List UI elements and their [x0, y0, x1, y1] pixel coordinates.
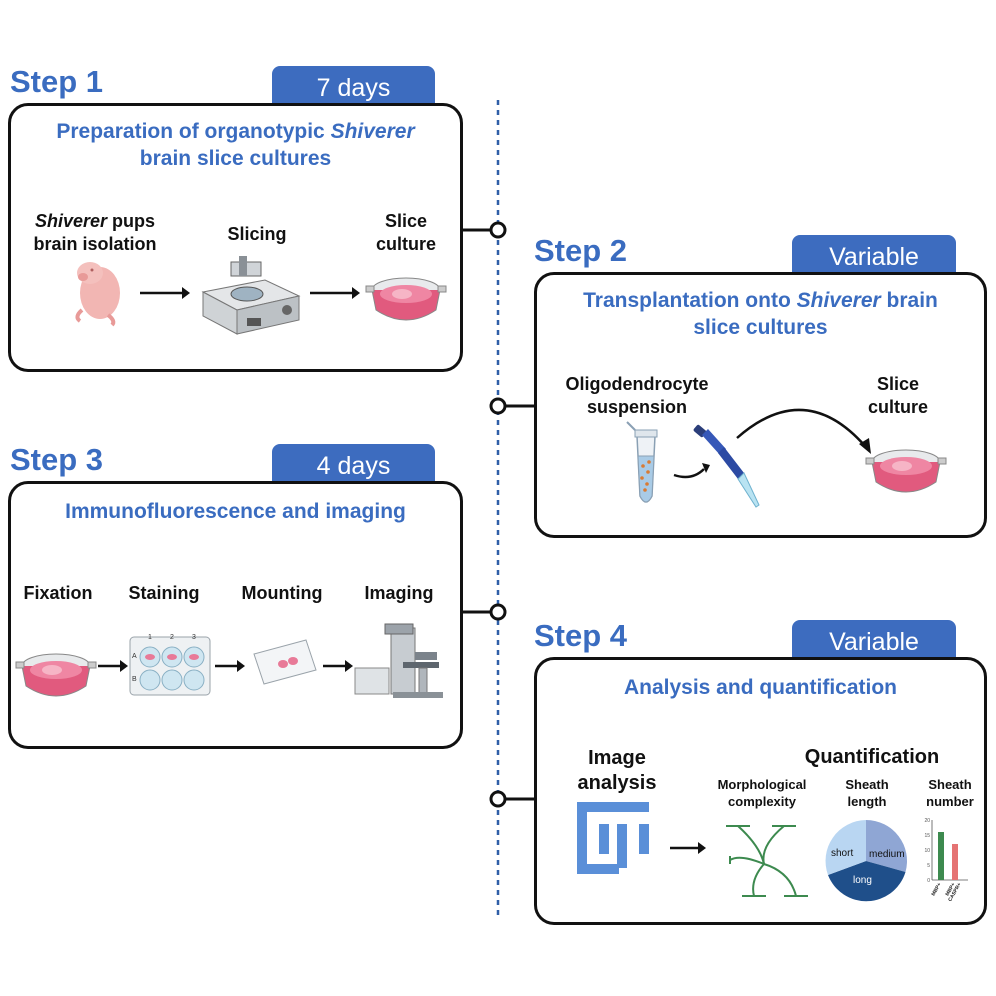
- bar-tick-label: 10: [924, 848, 930, 854]
- culture-dish-icon: [365, 277, 447, 321]
- transfer-arrow-icon: [736, 408, 871, 454]
- arrow-icon: [310, 287, 360, 299]
- pie-label-short: short: [831, 848, 853, 859]
- culture-dish-icon: [865, 449, 947, 493]
- step3-box: Immunofluorescence and imaging Fixation …: [8, 481, 463, 749]
- vibratome-icon: [201, 256, 301, 335]
- step1-box: Preparation of organotypic Shiverer brai…: [8, 103, 463, 372]
- microscope-slide-icon: [253, 639, 317, 685]
- step4-quantification-label: Quantification: [804, 746, 940, 768]
- step3-title: Step 3: [10, 442, 104, 477]
- step3-stage-imaging: Imaging: [364, 583, 434, 603]
- step3-stage-mounting: Mounting: [241, 583, 323, 603]
- step1-slicing-label: Slicing: [227, 224, 287, 244]
- step3-heading: Immunofluorescence and imaging: [65, 500, 406, 523]
- arrow-icon: [215, 660, 245, 672]
- pie-label-long: long: [853, 875, 872, 886]
- bar-mark: [952, 844, 958, 880]
- step3-stage-fixation: Fixation: [23, 583, 93, 603]
- bar-mark: [938, 832, 944, 880]
- arrow-icon: [98, 660, 128, 672]
- culture-dish-icon: [15, 653, 97, 697]
- pie-label-medium: medium: [869, 849, 905, 860]
- bar-tick-label: 0: [927, 878, 930, 884]
- pie-chart-icon: short medium long: [825, 820, 908, 902]
- step3-stage-staining: Staining: [128, 583, 200, 603]
- microscope-icon: [354, 623, 443, 698]
- bar-tick-label: 15: [924, 833, 930, 839]
- mouse-pup-icon: [75, 262, 120, 327]
- neuron-tracing-icon: [726, 825, 808, 897]
- arrow-icon: [673, 463, 710, 479]
- fiji-logo-icon: [577, 802, 649, 874]
- tube-icon: [626, 421, 658, 503]
- arrow-icon: [670, 842, 706, 854]
- bar-category-label: MBP+: [931, 882, 943, 897]
- step2-heading: Transplantation onto Shiverer brain slic…: [583, 289, 938, 339]
- step2-duration-tab: Variable: [792, 235, 956, 273]
- step4-heading: Analysis and quantification: [623, 676, 898, 699]
- plate-col-3: 3: [192, 634, 196, 641]
- step4-title: Step 4: [534, 618, 628, 653]
- step1-duration-tab: 7 days: [272, 66, 435, 104]
- step1-heading: Preparation of organotypic Shiverer brai…: [56, 120, 415, 170]
- pipette-icon: [693, 424, 760, 508]
- well-plate-icon: [129, 636, 211, 696]
- plate-col-2: 2: [170, 634, 174, 641]
- plate-row-a: A: [132, 653, 137, 660]
- plate-row-b: B: [132, 676, 137, 683]
- bar-tick-label: 20: [924, 818, 930, 824]
- bar-tick-label: 5: [927, 863, 930, 869]
- step3-duration-tab: 4 days: [272, 444, 435, 482]
- step1-title: Step 1: [10, 64, 104, 99]
- step2-box: Transplantation onto Shiverer brain slic…: [534, 272, 987, 538]
- step4-duration-tab: Variable: [792, 620, 956, 658]
- arrow-icon: [140, 287, 190, 299]
- step2-title: Step 2: [534, 233, 628, 268]
- plate-col-1: 1: [148, 634, 152, 641]
- arrow-icon: [323, 660, 353, 672]
